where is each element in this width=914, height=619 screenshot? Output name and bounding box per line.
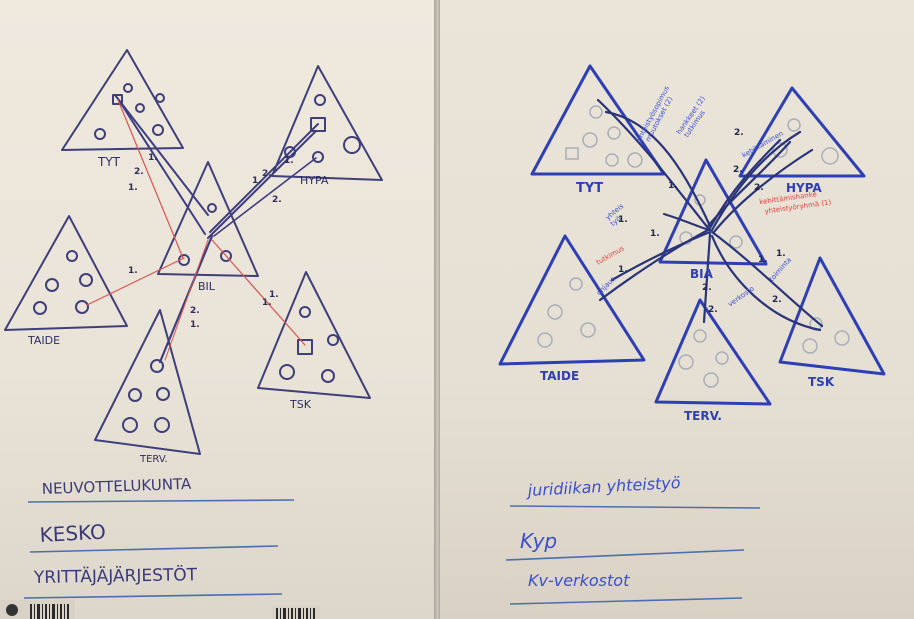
svg-text:1.: 1. xyxy=(758,255,768,265)
sheet-gap xyxy=(434,0,442,619)
left-triangle-terv xyxy=(94,309,201,455)
left-connections xyxy=(86,94,319,364)
right-triangle-labels: TYT HYPA BIA TAIDE TSK TERV. xyxy=(540,181,835,423)
left-label-tsk: TSK xyxy=(289,398,312,411)
right-triangle-taide xyxy=(498,234,646,366)
svg-text:toiminta: toiminta xyxy=(768,256,793,283)
svg-text:1.: 1. xyxy=(776,249,786,259)
right-label-terv: TERV. xyxy=(684,409,722,423)
svg-text:1.: 1. xyxy=(668,181,678,191)
barcode-stickers xyxy=(0,600,320,619)
right-connections xyxy=(596,98,824,332)
left-triangle-tyt xyxy=(61,49,184,151)
left-list-item-3: YRITTÄJÄJÄRJESTÖT xyxy=(33,563,198,588)
svg-text:1.: 1. xyxy=(650,229,660,239)
right-label-tyt: TYT xyxy=(576,181,603,196)
svg-text:2.: 2. xyxy=(772,295,782,305)
left-label-terv: TERV. xyxy=(139,454,168,465)
left-number-annotations: 1.2.1. 1.2.2.1. 1.2.1. 1.1. xyxy=(128,153,294,330)
left-diagram xyxy=(4,49,383,455)
svg-text:tutkimus: tutkimus xyxy=(595,244,626,267)
left-label-bil: BIL xyxy=(198,280,216,293)
svg-text:2.: 2. xyxy=(702,283,712,293)
left-list-item-1: NEUVOTTELUKUNTA xyxy=(42,475,193,498)
svg-text:1.: 1. xyxy=(128,266,138,276)
svg-text:2.: 2. xyxy=(754,183,764,193)
svg-text:1.: 1. xyxy=(148,153,158,163)
svg-text:2.: 2. xyxy=(734,128,744,138)
right-triangle-terv xyxy=(654,298,772,406)
right-label-bia: BIA xyxy=(690,267,714,281)
right-triangle-tyt xyxy=(530,64,666,176)
svg-text:2.: 2. xyxy=(134,167,144,177)
right-triangle-tsk xyxy=(778,256,886,376)
right-list-item-1: juridiikan yhteistyö xyxy=(525,473,681,500)
right-flipchart-sheet xyxy=(440,0,914,619)
right-list: juridiikan yhteistyö Kyp Kv-verkostot xyxy=(505,473,761,605)
svg-text:2.: 2. xyxy=(733,165,743,175)
right-list-item-3: Kv-verkostot xyxy=(528,571,630,590)
left-triangle-labels: TYT HYPA BIL TAIDE TSK TERV. xyxy=(27,155,329,465)
svg-text:1.: 1. xyxy=(284,156,294,166)
svg-text:2.: 2. xyxy=(190,306,200,316)
svg-text:1.: 1. xyxy=(128,183,138,193)
left-triangle-hypa xyxy=(271,65,383,181)
svg-text:1.: 1. xyxy=(618,215,628,225)
svg-text:1.: 1. xyxy=(252,176,262,186)
left-label-taide: TAIDE xyxy=(27,334,60,347)
right-label-hypa: HYPA xyxy=(786,181,822,195)
right-faint-circles xyxy=(537,105,850,388)
svg-text:1.: 1. xyxy=(618,265,628,275)
left-triangle-tsk xyxy=(257,271,371,399)
svg-text:2.: 2. xyxy=(262,169,272,179)
left-flipchart-sheet xyxy=(0,0,436,619)
right-triangle-hypa xyxy=(738,86,866,178)
right-label-tsk: TSK xyxy=(808,375,835,389)
right-label-taide: TAIDE xyxy=(540,369,579,383)
left-label-hypa: HYPA xyxy=(300,174,329,187)
svg-text:1.: 1. xyxy=(190,320,200,330)
left-list-item-2: KESKO xyxy=(39,520,106,547)
left-list: NEUVOTTELUKUNTA KESKO YRITTÄJÄJÄRJESTÖT xyxy=(23,475,295,599)
left-label-tyt: TYT xyxy=(97,155,121,169)
right-list-item-2: Kyp xyxy=(520,529,557,553)
right-triangle-bia xyxy=(658,158,768,266)
svg-text:2.: 2. xyxy=(272,195,282,205)
left-triangle-taide xyxy=(4,215,128,331)
svg-text:1.: 1. xyxy=(262,298,272,308)
svg-text:1.: 1. xyxy=(269,290,279,300)
svg-text:2.: 2. xyxy=(708,305,718,315)
svg-text:verkosto: verkosto xyxy=(727,285,756,309)
left-triangle-bil xyxy=(157,161,259,277)
